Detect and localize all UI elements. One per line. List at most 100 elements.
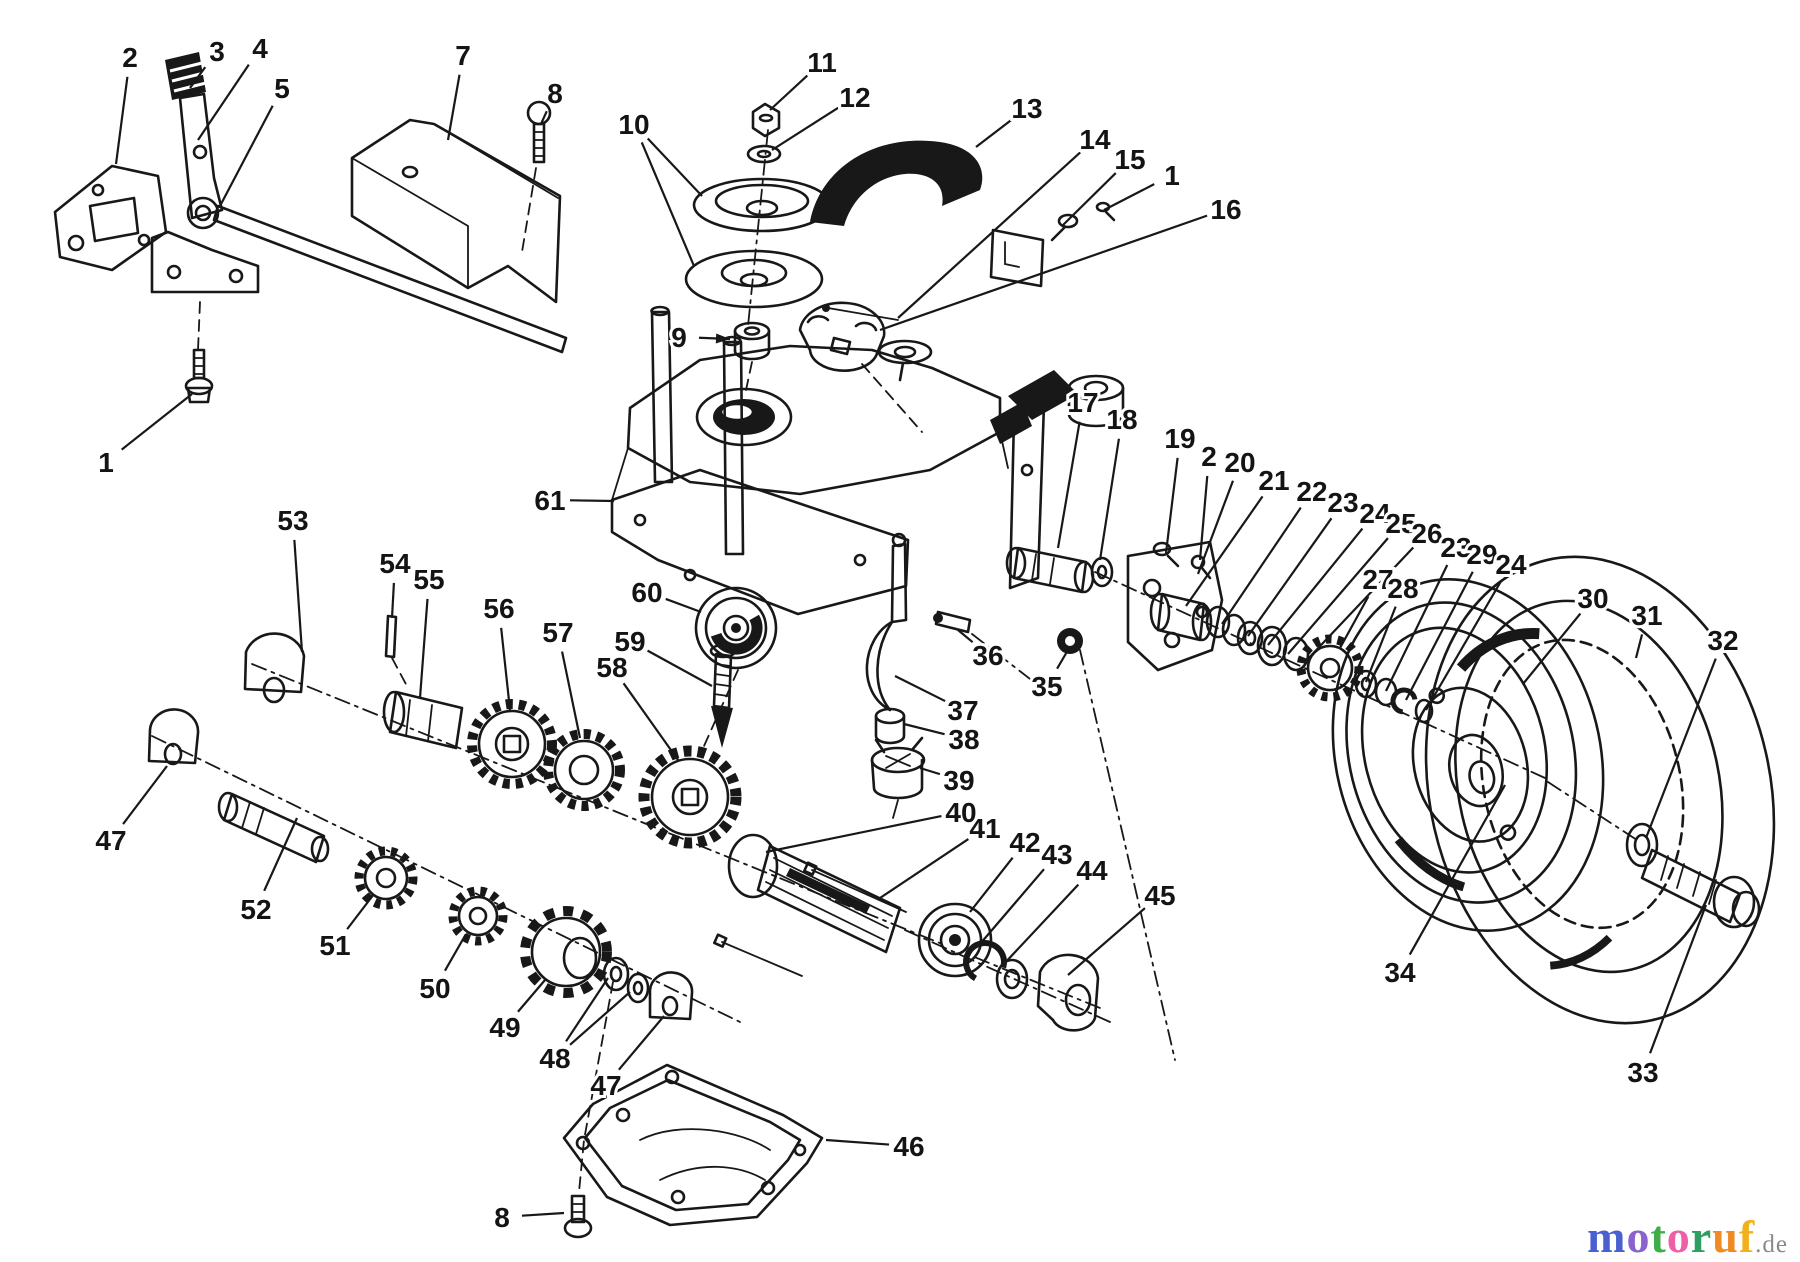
part-number: 1 [98, 447, 114, 478]
part-number: 41 [969, 813, 1000, 844]
logo-letter: f [1738, 1211, 1756, 1262]
drive-pulley-lower [684, 249, 824, 309]
part-number: 31 [1631, 600, 1662, 631]
gear-50 [448, 886, 508, 946]
drive-belt [810, 140, 983, 226]
part-number: 12 [839, 82, 870, 113]
leader-line [1522, 612, 1582, 685]
control-lever-assembly [53, 52, 568, 404]
leader-line [1196, 480, 1235, 575]
logo-letter: m [1587, 1211, 1627, 1262]
leader-line [1198, 475, 1209, 561]
gear-57 [543, 729, 625, 811]
clutch-hub-49 [520, 906, 612, 998]
part-number: 48 [539, 1043, 570, 1074]
part-number: 51 [319, 930, 350, 961]
part-number: 49 [489, 1012, 520, 1043]
leader-line [647, 649, 713, 687]
leader-line [957, 629, 974, 644]
wheel-assembly [1331, 555, 1776, 1025]
part-number: 23 [1440, 532, 1471, 563]
part-number: 24 [1359, 498, 1391, 529]
governor-clutch [798, 301, 886, 372]
part-number: 25 [1385, 508, 1416, 539]
leader-line [444, 933, 467, 972]
leader-line [517, 979, 546, 1013]
part-number: 1 [1164, 160, 1180, 191]
leader-line [569, 991, 631, 1046]
part-number: 44 [1076, 855, 1108, 886]
part-number: 18 [1106, 404, 1137, 435]
part-number: 27 [1362, 564, 1393, 595]
leader-line [825, 1138, 890, 1146]
part-number: 2 [1201, 441, 1217, 472]
motoruf-logo-domain: .de [1755, 1231, 1788, 1258]
logo-letter: u [1712, 1211, 1739, 1262]
leader-line [1061, 172, 1117, 227]
part-number: 47 [590, 1070, 621, 1101]
part-number: 10 [618, 109, 649, 140]
part-number: 5 [274, 73, 290, 104]
part-number: 46 [893, 1131, 924, 1162]
part-number: 4 [252, 33, 268, 64]
part-number: 36 [972, 640, 1003, 671]
leader-line [975, 119, 1012, 148]
mounting-bracket [350, 100, 562, 304]
leader-line [346, 893, 375, 930]
leader-line [879, 838, 969, 899]
leader-line [263, 817, 299, 892]
part-number: 42 [1009, 827, 1040, 858]
part-number: 9 [671, 322, 687, 353]
case-flange [610, 468, 910, 616]
part-number: 58 [596, 652, 627, 683]
leader-line [1634, 634, 1644, 659]
lower-gear-train [147, 708, 741, 1023]
pulley-stack [684, 102, 832, 391]
gear-58 [638, 745, 742, 849]
leader-line [618, 1015, 665, 1071]
part-number: 8 [547, 78, 563, 109]
leader-line [565, 977, 609, 1042]
leader-line [122, 765, 168, 825]
part-number: 14 [1079, 124, 1111, 155]
part-number: 23 [1327, 487, 1358, 518]
leader-line [1247, 517, 1333, 637]
leader-line [500, 627, 512, 711]
leader-line [569, 499, 615, 503]
part-number: 61 [534, 485, 565, 516]
leader-line [197, 63, 250, 141]
part-number: 50 [419, 973, 450, 1004]
part-number: 60 [631, 577, 662, 608]
leader-line [1098, 438, 1121, 561]
leader-line [897, 151, 1081, 319]
part-number: 26 [1411, 518, 1442, 549]
leader-line [189, 66, 207, 89]
splined-shaft [756, 844, 902, 954]
drive-pulley-upper [692, 177, 832, 233]
leader-line [1103, 183, 1155, 211]
part-number: 43 [1041, 839, 1072, 870]
part-number: 2 [122, 42, 138, 73]
part-number: 28 [1387, 573, 1418, 604]
gear-51 [354, 846, 418, 910]
part-number: 22 [1296, 476, 1327, 507]
clutch-sleeve [388, 690, 464, 750]
ball-bearing-42 [917, 902, 993, 978]
leader-line [879, 214, 1208, 332]
leader-line [1056, 421, 1081, 549]
leader-line [418, 598, 429, 699]
part-number: 8 [494, 1202, 510, 1233]
motoruf-watermark: motoruf.de [1587, 1214, 1788, 1260]
part-number: 15 [1114, 144, 1145, 175]
leader-line [771, 106, 839, 151]
leader-line [219, 105, 274, 207]
part-number: 45 [1144, 880, 1175, 911]
control-rod [212, 204, 568, 354]
part-number: 47 [95, 825, 126, 856]
leader-line [1287, 537, 1389, 655]
leader-line [114, 76, 129, 165]
spindle-bearing [694, 586, 778, 756]
leader-line [1305, 546, 1415, 662]
leader-line [765, 814, 942, 854]
